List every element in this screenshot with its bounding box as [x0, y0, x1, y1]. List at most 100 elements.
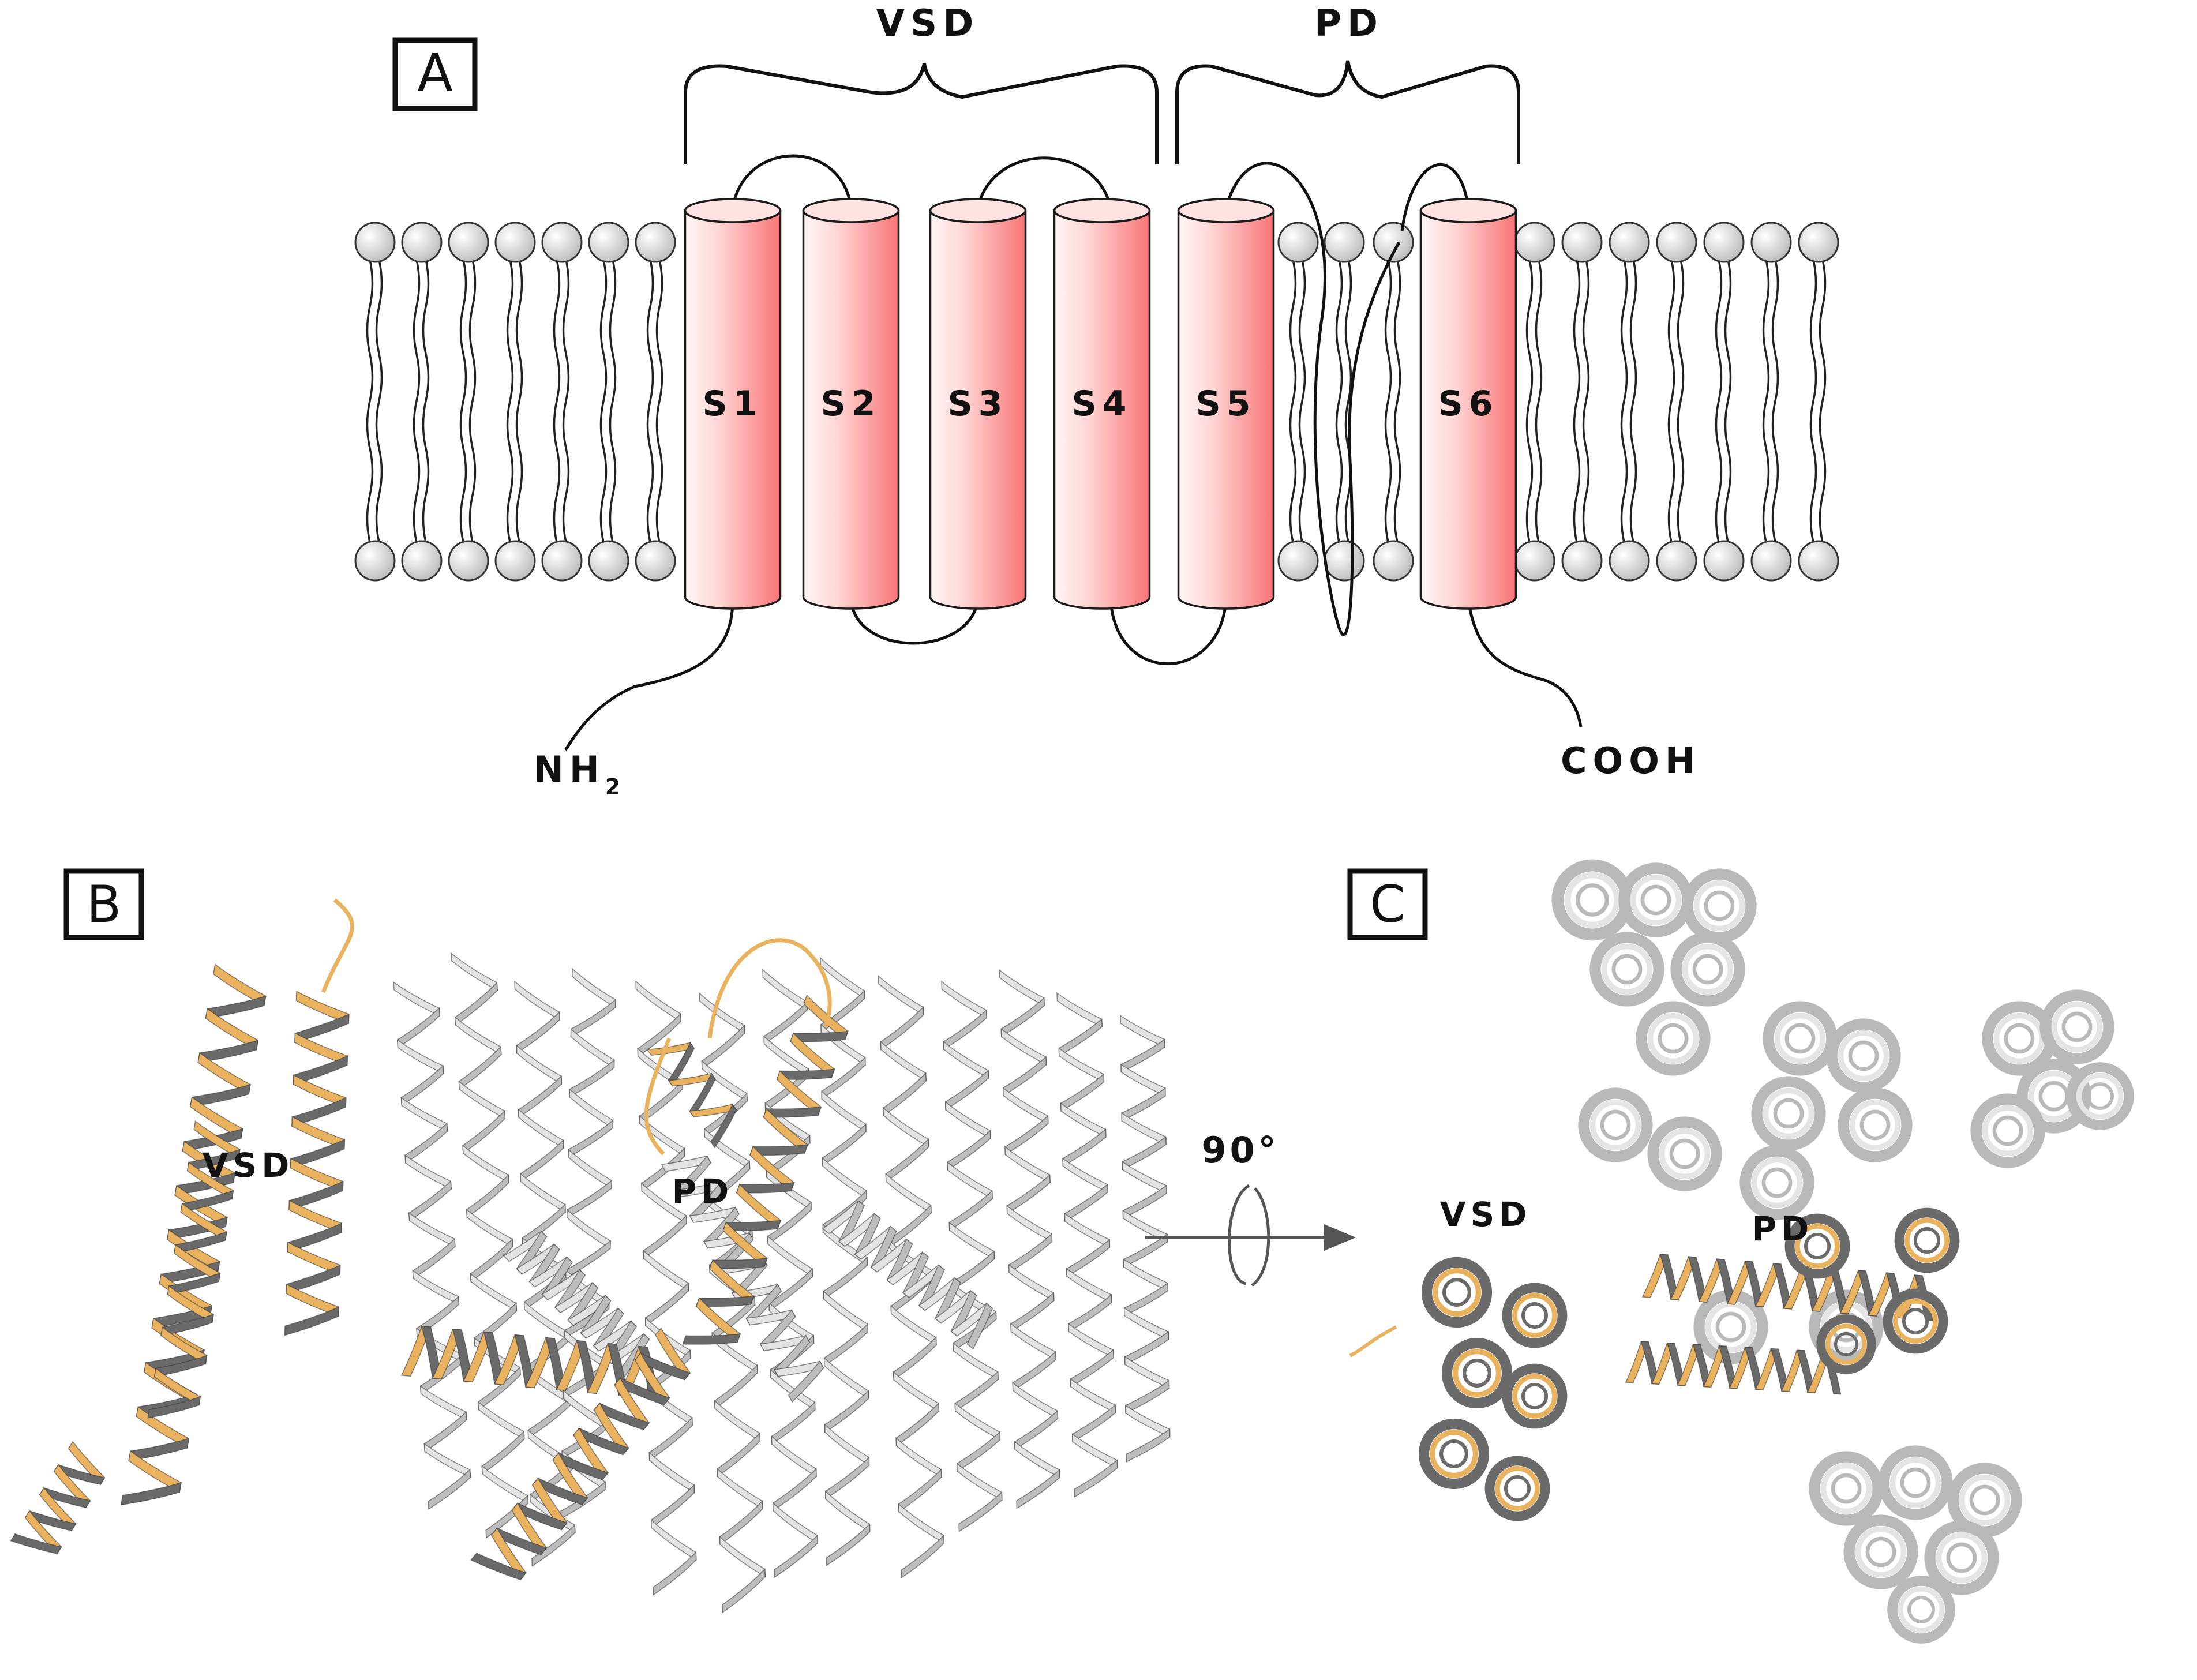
lipid-head-top — [1514, 222, 1555, 263]
grey-helix-coil — [1589, 932, 1664, 1007]
panel-c-letter: C — [1370, 875, 1405, 934]
grey-helix — [635, 980, 697, 1596]
helix-cylinder-s3: S3 — [929, 198, 1027, 610]
grey-helix-coil — [1838, 1088, 1913, 1162]
helix-cylinder-s1: S1 — [684, 198, 782, 610]
lipid-head-bottom — [1373, 540, 1414, 582]
vsd-helix-coil — [1502, 1363, 1568, 1429]
segment-label-s3: S3 — [948, 384, 1008, 424]
helix-cylinder-s5: S5 — [1177, 198, 1275, 610]
grey-helix — [1120, 1015, 1171, 1462]
lipid — [1750, 222, 1792, 582]
n-terminus-subscript: 2 — [605, 774, 626, 800]
vsd-helix-coil — [1484, 1456, 1550, 1521]
vsd-helix-4 — [10, 1441, 106, 1555]
lipid-head-bottom — [1656, 540, 1697, 582]
lipid — [541, 222, 583, 582]
gold-tail — [1349, 1325, 1397, 1357]
connecting-loops — [564, 154, 1583, 751]
lipid-head-top — [1277, 222, 1319, 263]
grey-helix-coil — [1647, 1116, 1722, 1191]
lipid — [354, 222, 396, 582]
panel-b: B VSD PD — [10, 868, 1171, 1614]
lipid — [1373, 222, 1414, 582]
vsd-label-b: VSD — [203, 1146, 294, 1185]
helix-cylinder-s4: S4 — [1053, 198, 1151, 610]
segment-label-s6: S6 — [1438, 384, 1499, 424]
arrow-right-icon — [1324, 1224, 1356, 1251]
grey-helix-coil — [1578, 1088, 1653, 1162]
grey-helix-coil — [1970, 1093, 2045, 1168]
grey-helix — [941, 980, 1003, 1532]
lipid-head-bottom — [635, 540, 676, 582]
grey-helix-coil — [1763, 1001, 1838, 1076]
grey-helix-coil — [1826, 1018, 1901, 1093]
grey-helix — [878, 974, 945, 1579]
lipid-head-bottom — [448, 540, 489, 582]
lipid-head-top — [354, 222, 396, 263]
channel-side-view-grey — [393, 952, 1171, 1614]
lipid — [1561, 222, 1603, 582]
pd-helix-s6 — [470, 1327, 691, 1581]
lipid-head-bottom — [588, 540, 629, 582]
vsd-helix-coil — [1502, 1282, 1568, 1348]
highlighted-subunit-top-view — [1349, 1208, 1960, 1521]
lipid-head-bottom — [1277, 540, 1319, 582]
highlighted-subunit-side-view — [10, 898, 849, 1581]
lipid — [401, 222, 443, 582]
lipid-head-top — [635, 222, 676, 263]
vsd-label-c: VSD — [1440, 1195, 1532, 1234]
lipid-head-top — [588, 222, 629, 263]
lipid — [1609, 222, 1650, 582]
grey-helix-coil — [1551, 859, 1633, 941]
rotation-indicator: 90° — [1145, 1129, 1356, 1287]
lipid-head-bottom — [1703, 540, 1745, 582]
vsd-helix-coil — [1421, 1257, 1493, 1328]
pd-brace — [1175, 60, 1520, 164]
lipid-head-top — [1656, 222, 1697, 263]
lipid — [1324, 222, 1365, 582]
panel-c: C VSD PD — [1347, 859, 2134, 1644]
pd-label-c: PD — [1752, 1209, 1814, 1248]
lipid-head-bottom — [1514, 540, 1555, 582]
lipid-head-bottom — [354, 540, 396, 582]
lipid-head-top — [1703, 222, 1745, 263]
vsd-helix-3 — [147, 1120, 241, 1419]
grey-helix-coil — [1887, 1576, 1955, 1644]
lipid-head-bottom — [1609, 540, 1650, 582]
grey-helix-coil — [1843, 1514, 1918, 1589]
pd-label-b: PD — [672, 1172, 734, 1211]
lipid-head-top — [1561, 222, 1603, 263]
helix-cylinder-s2: S2 — [802, 198, 900, 610]
lipid-head-top — [401, 222, 443, 263]
lipid-head-top — [1609, 222, 1650, 263]
grey-helix-coil — [1670, 932, 1745, 1007]
lipid — [1656, 222, 1697, 582]
lipid — [635, 222, 676, 582]
lipid-head-top — [494, 222, 536, 263]
lipid-head-bottom — [1798, 540, 1839, 582]
lipid-head-bottom — [1561, 540, 1603, 582]
lipid — [1514, 222, 1555, 582]
grey-helix — [820, 957, 871, 1567]
vsd-helix-coil — [1418, 1418, 1490, 1490]
grey-helix — [503, 1231, 650, 1378]
lipid-head-top — [1798, 222, 1839, 263]
pd-helix-s5 — [682, 994, 849, 1345]
grey-helix-coil — [1618, 862, 1693, 937]
svg-text:NH2: NH2 — [534, 748, 626, 800]
lipid-bilayer — [354, 222, 1839, 582]
lipid-head-bottom — [1750, 540, 1792, 582]
lipid-head-top — [1324, 222, 1365, 263]
panel-c-letter-box: C — [1347, 868, 1428, 940]
panel-a-letter: A — [417, 43, 453, 104]
pd-label-a: PD — [1314, 2, 1384, 45]
linker-helix-top — [1625, 1341, 1842, 1395]
pd-helix-coil — [1816, 1314, 1876, 1374]
vsd-label-a: VSD — [876, 2, 980, 45]
lipid — [448, 222, 489, 582]
lipid-head-top — [1750, 222, 1792, 263]
grey-helix — [999, 969, 1060, 1509]
